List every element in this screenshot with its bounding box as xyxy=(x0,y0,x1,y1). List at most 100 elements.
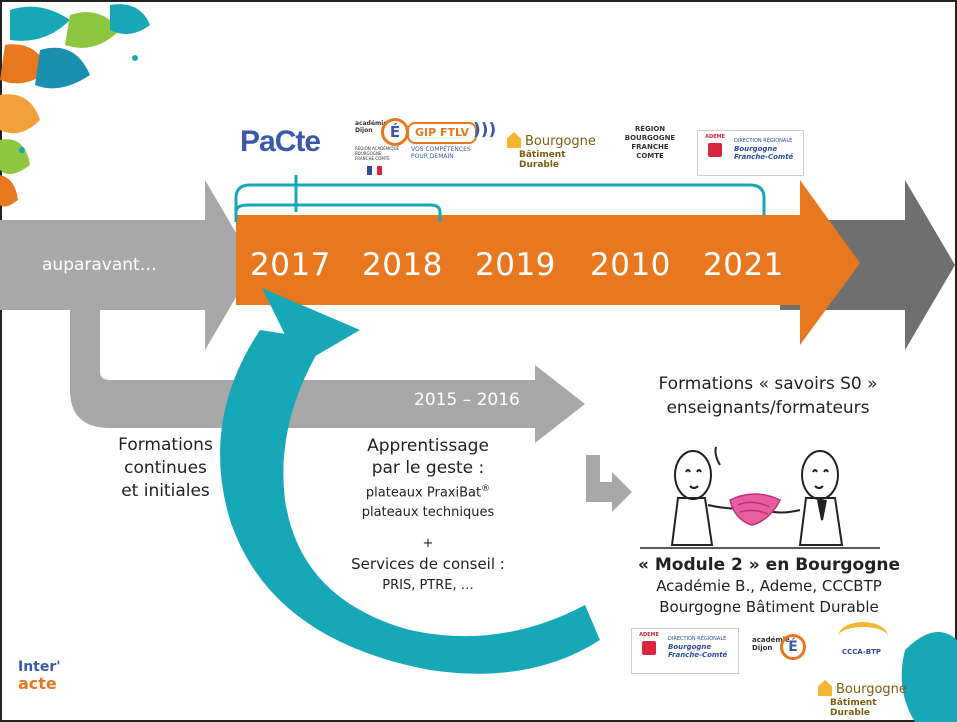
dr-bottom-line2: Bourgogne xyxy=(668,643,712,651)
left-text-line3: et initiales xyxy=(121,481,210,501)
gip-tag1: VOS COMPÉTENCES xyxy=(411,146,471,153)
house-icon-bottom xyxy=(818,680,832,696)
bbd-bottom-line2: Bâtiment Durable xyxy=(830,698,877,718)
module-block: « Module 2 » en Bourgogne Académie B., A… xyxy=(614,554,924,618)
small-arrow-body xyxy=(586,455,632,512)
dr-text-top: DIRECTION RÉGIONALE Bourgogne Franche-Co… xyxy=(734,137,793,161)
bracket-small xyxy=(234,203,442,222)
gip-region1: RÉGION ACADÉMIQUE xyxy=(355,146,400,151)
year-2017: 2017 xyxy=(250,247,331,283)
region-line3: FRANCHE xyxy=(631,143,669,151)
teal-curved-arrow xyxy=(220,330,600,674)
gip-region2: BOURGOGNE xyxy=(355,151,382,156)
bbd-top-line1: Bourgogne xyxy=(525,134,596,149)
academie-text: académie xyxy=(752,636,790,644)
region-line4: COMTE xyxy=(636,152,664,160)
region-bfc-logo: RÉGION BOURGOGNE FRANCHE COMTE xyxy=(620,125,680,175)
ademe-mark-bottom: ADEME xyxy=(635,632,663,668)
academie-e-badge: É xyxy=(780,634,806,660)
ademe-text-bottom: ADEME xyxy=(639,632,659,638)
ccca-btp-logo: CCCA-BTP xyxy=(830,622,900,668)
gip-academie-text: académie xyxy=(355,120,388,127)
middle-services1: Services de conseil : xyxy=(351,555,505,574)
ccca-arc-icon xyxy=(838,622,888,651)
gip-name: GIP FTLV xyxy=(407,122,478,144)
region-line1: RÉGION xyxy=(634,125,666,133)
dr-bottom-line3: Franche-Comté xyxy=(668,651,728,659)
dr-bottom-line1: DIRECTION RÉGIONALE xyxy=(668,636,727,642)
left-text-line2: continues xyxy=(124,458,207,478)
dr-top-line1: DIRECTION RÉGIONALE xyxy=(734,138,793,144)
middle-item1: plateaux PraxiBat xyxy=(365,485,482,501)
left-text-line1: Formations xyxy=(118,435,213,455)
dr-top-line3: Franche-Comté xyxy=(734,153,794,161)
gip-ftlv-logo: académie Dijon É GIP FTLV ))) VOS COMPÉT… xyxy=(355,118,505,180)
gip-e-badge: É xyxy=(381,118,409,146)
bbd-bottom-line1: Bourgogne xyxy=(836,682,907,697)
gip-academie: académie Dijon xyxy=(355,120,387,134)
interacte-logo: Inter' acte xyxy=(18,660,68,710)
dr-top-line2: Bourgogne xyxy=(734,145,778,153)
right-heading-block: Formations « savoirs S0 » enseignants/fo… xyxy=(628,372,908,420)
bracket-top xyxy=(234,183,766,215)
academie-dijon-logo: académie Dijon É xyxy=(752,632,806,666)
ademe-square-icon xyxy=(708,143,722,157)
before-arrow xyxy=(0,180,255,350)
year-2018: 2018 xyxy=(362,247,443,283)
gip-region3: FRANCHE-COMTÉ xyxy=(355,156,390,161)
pacte-logo: PaCte xyxy=(240,125,345,165)
middle-text-block: Apprentissage par le geste : plateaux Pr… xyxy=(318,435,538,597)
formations-line1: Formations « savoirs S0 » xyxy=(658,374,878,394)
branch-arrow-head xyxy=(535,365,585,443)
ademe-dr-logo-top: ADEME DIRECTION RÉGIONALE Bourgogne Fran… xyxy=(697,130,804,176)
teal-arrow-head xyxy=(262,288,360,365)
ademe-text: ADEME xyxy=(705,134,725,140)
timeline-arrow xyxy=(236,180,860,345)
gip-tagline: VOS COMPÉTENCES POUR DEMAIN xyxy=(411,146,471,160)
bbd-top-line2: Bâtiment Durable xyxy=(519,150,566,170)
middle-item2: plateaux techniques xyxy=(361,505,495,521)
year-2021: 2021 xyxy=(703,247,784,283)
period-label: 2015 – 2016 xyxy=(414,390,520,410)
dr-text-bottom: DIRECTION RÉGIONALE Bourgogne Franche-Co… xyxy=(668,635,727,659)
gip-signal-icon: ))) xyxy=(473,120,497,140)
gip-region: RÉGION ACADÉMIQUE BOURGOGNE FRANCHE-COMT… xyxy=(355,146,399,161)
bbd-logo-top: Bourgogne Bâtiment Durable xyxy=(505,128,605,170)
academie-text-block: académie Dijon xyxy=(752,636,790,652)
middle-plus: + xyxy=(422,536,434,552)
interacte-line1: Inter' xyxy=(18,659,61,675)
decorative-leaves-bottom-right xyxy=(901,632,957,722)
dijon-text: Dijon xyxy=(752,644,773,652)
gip-dijon-text: Dijon xyxy=(355,127,373,134)
year-2019: 2019 xyxy=(475,247,556,283)
middle-services2: PRIS, PTRE, … xyxy=(382,578,474,594)
french-flag-icon xyxy=(367,166,382,175)
middle-title2: par le geste : xyxy=(371,458,485,478)
house-icon xyxy=(507,132,521,148)
pacte-logo-text: PaCte xyxy=(240,125,321,158)
decorative-leaves-top-left xyxy=(0,4,150,207)
ademe-square-icon-bottom xyxy=(642,641,656,655)
module-title: « Module 2 » en Bourgogne xyxy=(637,555,900,575)
partners-line2: Bourgogne Bâtiment Durable xyxy=(659,598,879,616)
middle-item1-line: plateaux PraxiBat® xyxy=(318,479,538,503)
ademe-dr-logo-bottom: ADEME DIRECTION RÉGIONALE Bourgogne Fran… xyxy=(631,628,739,674)
middle-title1: Apprentissage xyxy=(367,436,489,456)
ademe-mark: ADEME xyxy=(701,134,729,170)
ccca-text: CCCA-BTP xyxy=(842,648,881,656)
left-text-block: Formations continues et initiales xyxy=(98,434,233,503)
branch-arrow-body2 xyxy=(70,290,535,428)
region-line2: BOURGOGNE xyxy=(624,134,676,142)
gip-tag2: POUR DEMAIN xyxy=(411,153,454,160)
partners-line1: Académie B., Ademe, CCCBTP xyxy=(656,577,882,595)
handshake-hands xyxy=(729,493,782,526)
registered-mark: ® xyxy=(481,484,491,494)
bbd-logo-bottom: Bourgogne Bâtiment Durable xyxy=(818,676,918,718)
year-2010: 2010 xyxy=(590,247,671,283)
before-label: auparavant… xyxy=(42,255,157,275)
interacte-line2: acte xyxy=(18,674,57,693)
formations-line2: enseignants/formateurs xyxy=(666,398,870,418)
